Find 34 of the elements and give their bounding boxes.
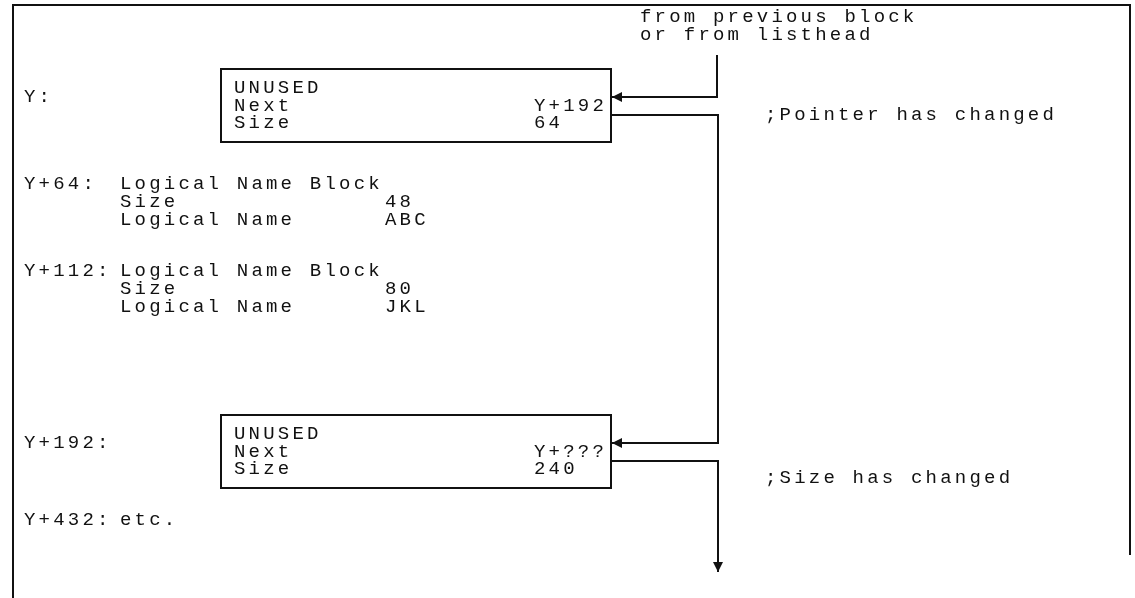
field-text: 240 <box>534 460 578 478</box>
field-text: Next <box>234 97 293 115</box>
block-field-text: etc. <box>120 511 179 529</box>
block-field-text: 48 <box>385 193 415 211</box>
block-field-text: Logical Name Block <box>120 175 383 193</box>
pointer-arrow <box>611 54 718 102</box>
block-field-text: Logical Name Block <box>120 262 383 280</box>
block-field-text: Logical Name <box>120 211 296 229</box>
block-field-text: JKL <box>385 298 429 316</box>
field-text: Y+192 <box>534 97 607 115</box>
pointer-arrow <box>611 460 723 573</box>
field-text: Y+??? <box>534 443 607 461</box>
field-text: UNUSED <box>234 425 322 443</box>
block-field-text: Logical Name <box>120 298 296 316</box>
block-field-text: ABC <box>385 211 429 229</box>
pointer-arrow <box>611 114 719 448</box>
address-label: Y+112: <box>24 262 112 280</box>
address-label: Y+432: <box>24 511 112 529</box>
field-text: 64 <box>534 114 564 132</box>
field-text: Size <box>234 114 293 132</box>
comment-text: ;Size has changed <box>765 469 1014 487</box>
address-label: Y+192: <box>24 434 112 452</box>
address-label: Y+64: <box>24 175 97 193</box>
field-text: Size <box>234 460 293 478</box>
block-field-text: Size <box>120 280 179 298</box>
pointer-source-text: from previous block or from listhead <box>640 8 919 44</box>
memory-block-box <box>220 68 612 143</box>
address-label: Y: <box>24 88 54 106</box>
block-field-text: Size <box>120 193 179 211</box>
comment-text: ;Pointer has changed <box>765 106 1058 124</box>
memory-block-box <box>220 414 612 489</box>
field-text: UNUSED <box>234 79 322 97</box>
block-field-text: 80 <box>385 280 415 298</box>
field-text: Next <box>234 443 293 461</box>
